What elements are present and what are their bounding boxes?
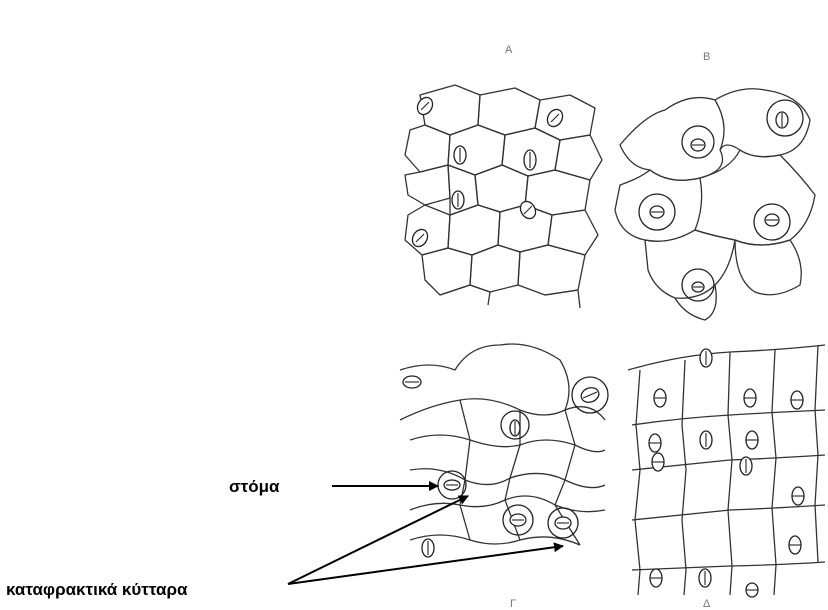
panel-d-epidermis bbox=[627, 344, 826, 598]
panel-letter-a: Α bbox=[505, 44, 513, 56]
panel-g-epidermis bbox=[399, 343, 609, 558]
guard-cells-label: καταφρακτικά κύτταρα bbox=[6, 580, 188, 599]
panel-b-epidermis bbox=[614, 88, 816, 321]
panel-letter-b: Β bbox=[703, 51, 710, 63]
stoma-label: στόμα bbox=[229, 477, 280, 496]
panel-a-epidermis bbox=[404, 84, 603, 309]
panel-letter-g: Γ bbox=[510, 598, 516, 610]
panel-letter-d: Δ bbox=[703, 598, 711, 610]
guard-cells-arrow-lower bbox=[287, 542, 564, 585]
guard-cells-arrow-upper bbox=[287, 495, 469, 585]
